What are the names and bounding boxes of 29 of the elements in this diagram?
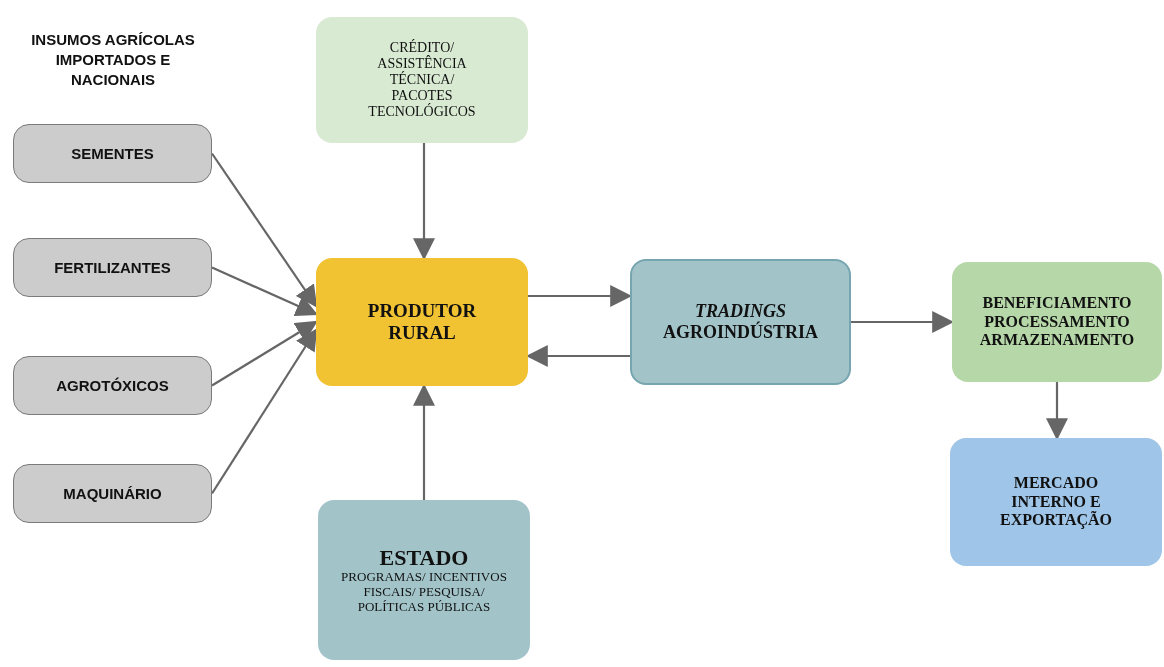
process-box: [316, 258, 528, 386]
node-text: BENEFICIAMENTO PROCESSAMENTO ARMAZENAMENTO: [978, 294, 1136, 350]
process-box: [950, 438, 1162, 566]
node-text: FERTILIZANTES: [54, 258, 171, 277]
process-box: [630, 259, 851, 385]
node-text: PROGRAMAS/ INCENTIVOS FISCAIS/ PESQUISA/ POLÍTICAS PÚBLICAS: [340, 570, 508, 616]
node-text: PRODUTOR RURAL: [366, 300, 478, 344]
node-text: CRÉDITO/ ASSISTÊNCIA TÉCNICA/ PACOTES TECNOLÓGICOS: [367, 39, 477, 121]
arrow: [1046, 382, 1068, 441]
arrow: [211, 320, 318, 387]
arrow: [211, 152, 318, 308]
arrow: [413, 143, 435, 261]
node-text: MAQUINÁRIO: [63, 484, 162, 503]
heading-label: INSUMOS AGRÍCOLAS IMPORTADOS E NACIONAIS: [30, 30, 196, 90]
process-box: [318, 500, 530, 660]
node-heading: ESTADO: [379, 544, 469, 571]
input-box: [13, 238, 212, 297]
arrow: [413, 383, 435, 500]
arrow: [211, 328, 318, 495]
node-text: SEMENTES: [71, 144, 154, 163]
node-text: MERCADO INTERNO E EXPORTAÇÃO: [1000, 474, 1112, 530]
input-box: [13, 356, 212, 415]
arrow: [211, 266, 318, 316]
input-box: [13, 124, 212, 183]
input-box: [13, 464, 212, 523]
process-box: [952, 262, 1162, 382]
node-text: TRADINGS AGROINDÚSTRIA: [662, 301, 819, 343]
node-text: AGROTÓXICOS: [56, 376, 169, 395]
process-box: [316, 17, 528, 143]
